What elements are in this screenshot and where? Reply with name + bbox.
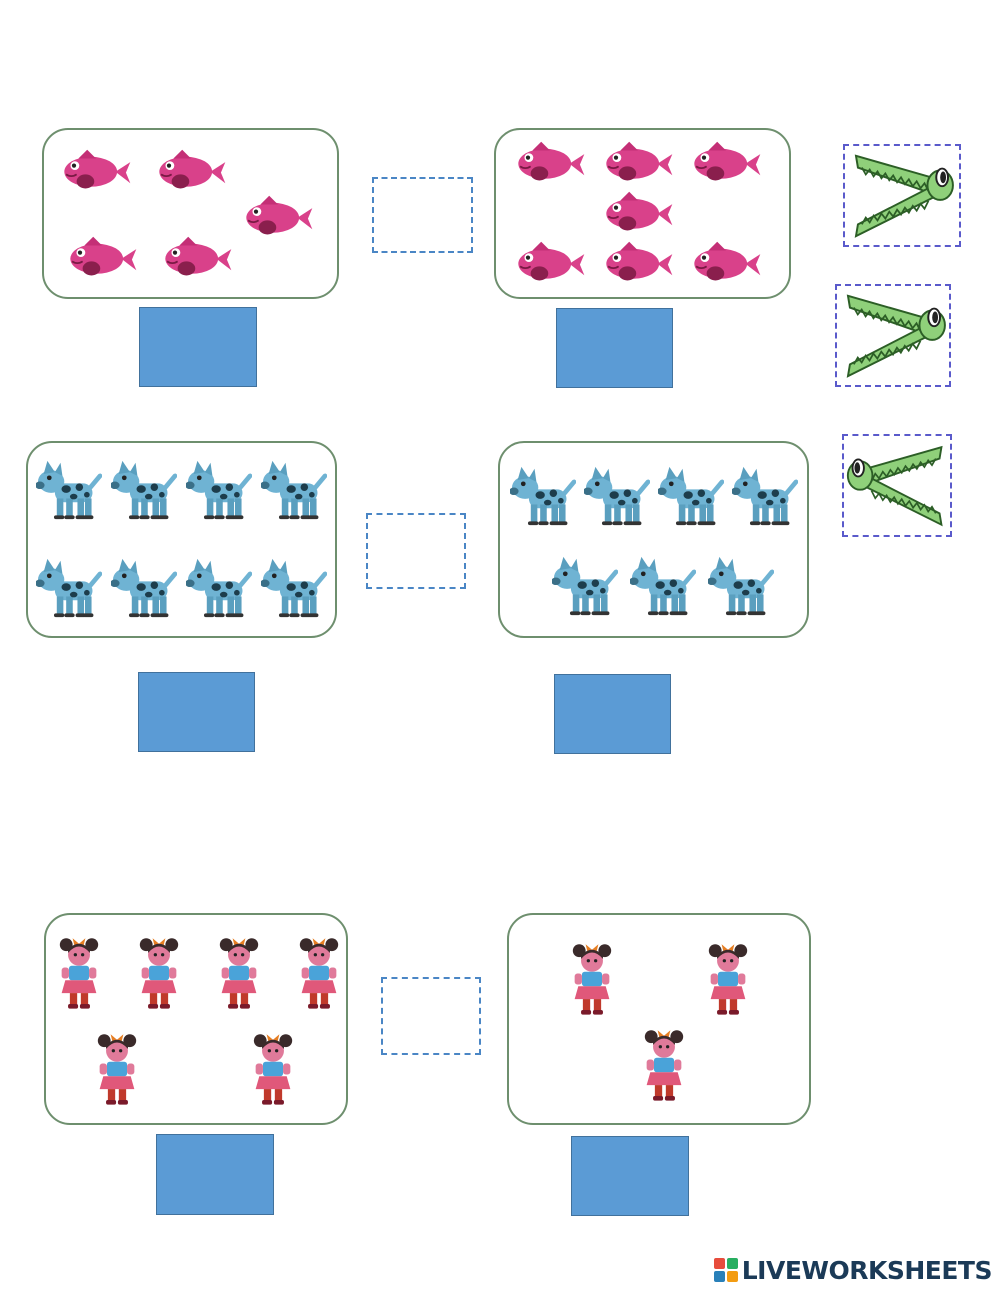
dog-icon (658, 465, 724, 527)
right-group-box-row-3 (507, 913, 811, 1125)
logo-text: LIVEWORKSHEETS (741, 1255, 993, 1285)
dog-icon (732, 465, 798, 527)
doll-icon (58, 935, 100, 1011)
dog-icon (36, 557, 102, 619)
right-group-box-row-1 (494, 128, 791, 299)
fish-icon (602, 140, 674, 184)
dog-icon (261, 557, 327, 619)
dog-icon (584, 465, 650, 527)
dog-icon (708, 555, 774, 617)
comparison-drop-zone-row-1[interactable] (372, 177, 473, 253)
dog-icon (186, 557, 252, 619)
fish-icon (242, 194, 314, 238)
fish-icon (161, 235, 233, 279)
comparison-drop-zone-row-3[interactable] (381, 977, 481, 1055)
fish-icon (514, 140, 586, 184)
doll-icon (138, 935, 180, 1011)
fish-icon (514, 240, 586, 284)
doll-icon (96, 1031, 138, 1107)
fish-icon (602, 190, 674, 234)
left-count-answer-box-row-2[interactable] (138, 672, 255, 752)
fish-icon (60, 148, 132, 192)
left-count-answer-box-row-1[interactable] (139, 307, 257, 387)
dog-icon (111, 557, 177, 619)
liveworksheets-logo: LIVEWORKSHEETS (713, 1255, 993, 1285)
fish-icon (155, 148, 227, 192)
fish-icon (602, 240, 674, 284)
fish-icon (690, 240, 762, 284)
doll-icon (571, 941, 613, 1017)
dog-icon (552, 555, 618, 617)
crocodile-greater-than-icon (840, 288, 948, 382)
fish-icon (690, 140, 762, 184)
fish-icon (66, 235, 138, 279)
dog-icon (510, 465, 576, 527)
doll-icon (643, 1027, 685, 1103)
dog-icon (36, 459, 102, 521)
doll-icon (298, 935, 340, 1011)
doll-icon (218, 935, 260, 1011)
dog-icon (261, 459, 327, 521)
left-group-box-row-1 (42, 128, 339, 299)
dog-icon (186, 459, 252, 521)
dog-icon (111, 459, 177, 521)
crocodile-greater-than-icon (848, 148, 956, 242)
left-group-box-row-2 (26, 441, 337, 638)
comparison-drop-zone-row-2[interactable] (366, 513, 466, 589)
crocodile-less-than-card[interactable] (842, 434, 952, 537)
right-count-answer-box-row-3[interactable] (571, 1136, 689, 1216)
right-count-answer-box-row-1[interactable] (556, 308, 673, 388)
dog-icon (630, 555, 696, 617)
left-group-box-row-3 (44, 913, 348, 1125)
left-count-answer-box-row-3[interactable] (156, 1134, 274, 1215)
right-group-box-row-2 (498, 441, 809, 638)
logo-mark-icon (713, 1258, 738, 1282)
right-count-answer-box-row-2[interactable] (554, 674, 671, 754)
crocodile-greater-than-card[interactable] (835, 284, 951, 387)
crocodile-less-than-icon (845, 438, 949, 532)
doll-icon (707, 941, 749, 1017)
crocodile-greater-than-card[interactable] (843, 144, 961, 247)
doll-icon (252, 1031, 294, 1107)
